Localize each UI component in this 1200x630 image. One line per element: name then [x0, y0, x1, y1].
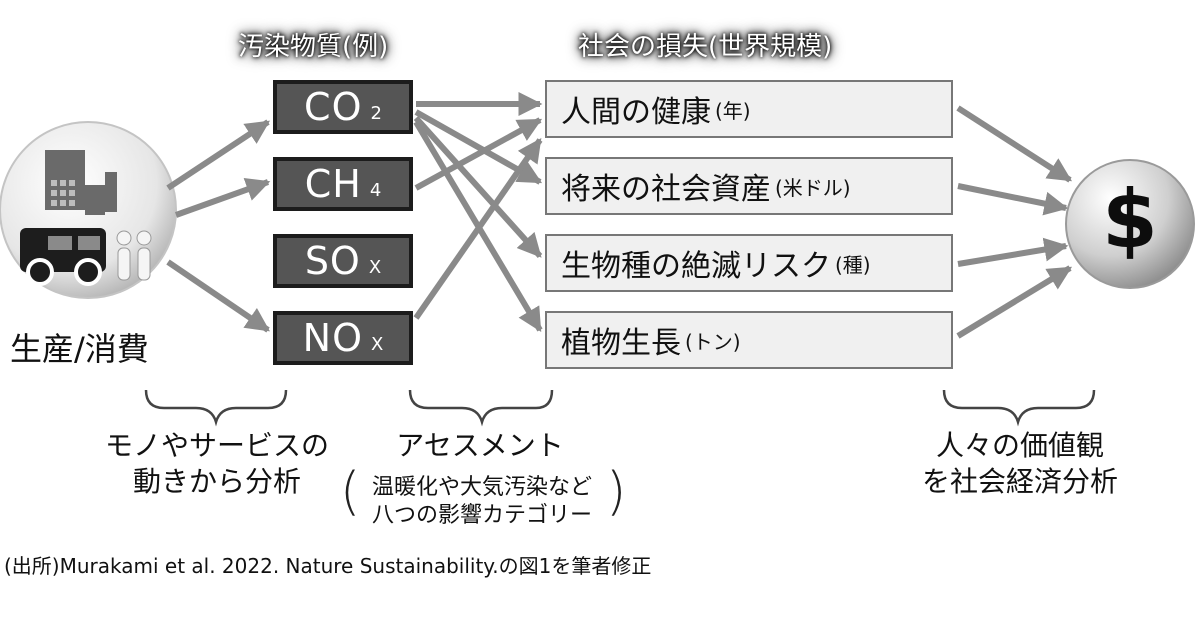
loss-unit: (年)	[715, 98, 751, 123]
brace-middle	[408, 389, 554, 427]
caption-left-line1: モノやサービスの	[104, 429, 329, 462]
caption-left: モノやサービスの 動きから分析	[72, 428, 362, 500]
loss-box-plant-growth: 植物生長(トン)	[545, 311, 953, 369]
arrows-losses-to-value	[956, 105, 1073, 339]
arrows-pollutants-to-losses	[413, 92, 543, 333]
pollutant-box-nox: NO X	[273, 311, 413, 365]
dollar-icon: $	[1102, 173, 1158, 266]
loss-label: 植物生長	[561, 326, 681, 361]
loss-box-extinction-risk: 生物種の絶滅リスク(種)	[545, 234, 953, 292]
pollutant-box-sox: SO X	[273, 234, 413, 288]
caption-left-line2: 動きから分析	[132, 465, 301, 498]
braces	[144, 389, 1096, 427]
source-label: 生産/消費	[10, 330, 149, 368]
loss-label: 将来の社会資産	[561, 172, 771, 207]
header-losses: 社会の損失(世界規模)	[578, 32, 833, 62]
source-footnote: (出所)Murakami et al. 2022. Nature Sustain…	[4, 554, 652, 578]
caption-middle-line1: 温暖化や大気汚染など	[371, 475, 592, 500]
value-circle	[1065, 159, 1195, 289]
loss-label: 生物種の絶滅リスク	[561, 249, 831, 284]
loss-box-social-assets: 将来の社会資産(米ドル)	[545, 157, 953, 215]
pollutant-box-ch4: CH 4	[273, 157, 413, 211]
people-icon	[116, 230, 152, 281]
car-icon	[20, 228, 106, 286]
header-pollutants: 汚染物質(例)	[238, 32, 389, 62]
cropped-title-remnant	[0, 0, 1200, 6]
pollutant-subscript: 2	[370, 102, 382, 124]
factory-icon	[45, 150, 117, 215]
brace-right	[942, 389, 1096, 427]
loss-unit: (トン)	[685, 329, 741, 354]
loss-label: 人間の健康	[561, 95, 711, 130]
arrows-source-to-pollutants	[166, 119, 271, 333]
caption-right-line1: 人々の価値観	[935, 429, 1104, 462]
pollutant-box-co2: CO 2	[273, 80, 413, 134]
pollutant-name: CH	[304, 162, 362, 206]
caption-middle-line2: 八つの影響カテゴリー	[371, 503, 592, 528]
pollutant-subscript: 4	[369, 179, 382, 201]
caption-middle-title: アセスメント	[396, 429, 564, 462]
caption-middle-detail: 温暖化や大気汚染など 八つの影響カテゴリー	[362, 474, 602, 530]
paren-close-icon: )	[606, 462, 627, 522]
pollutant-subscript: X	[368, 256, 382, 278]
brace-left	[144, 389, 288, 427]
paren-open-icon: (	[340, 462, 361, 522]
caption-right-line2: を社会経済分析	[921, 465, 1118, 498]
pollutant-name: SO	[304, 239, 361, 283]
loss-unit: (米ドル)	[775, 175, 851, 200]
pollutant-name: CO	[304, 85, 363, 129]
loss-unit: (種)	[835, 252, 871, 277]
caption-right: 人々の価値観 を社会経済分析	[900, 428, 1140, 500]
pollutant-subscript: X	[371, 333, 384, 355]
loss-box-human-health: 人間の健康(年)	[545, 80, 953, 138]
pollutant-name: NO	[302, 316, 363, 360]
